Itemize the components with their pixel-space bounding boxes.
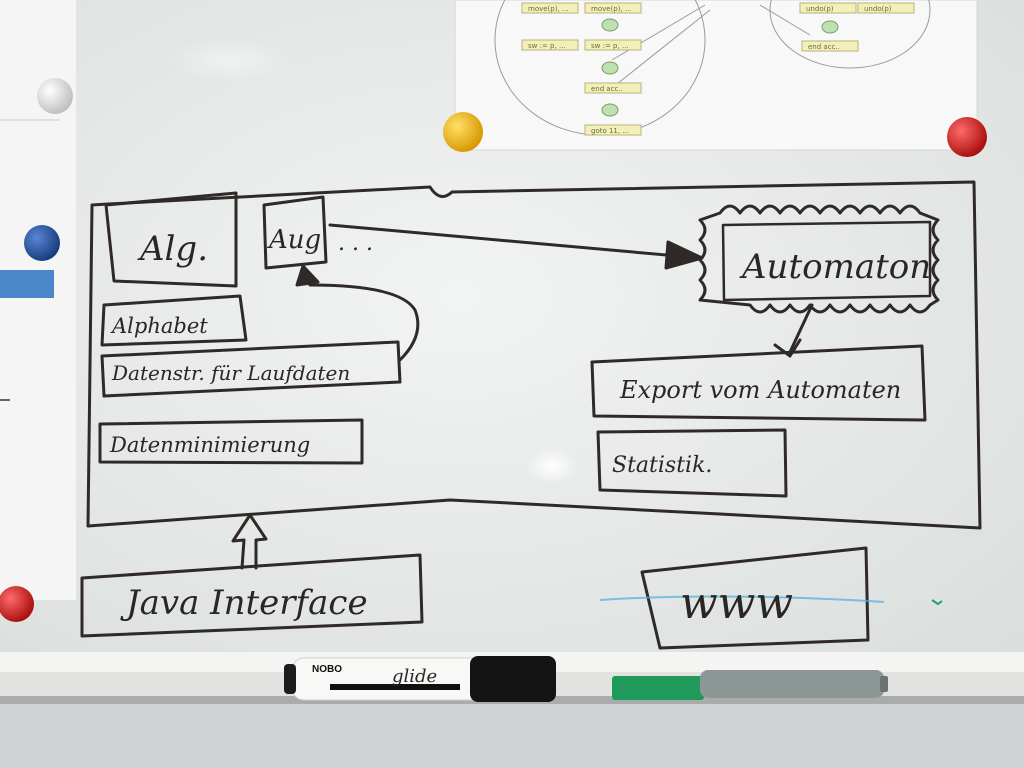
paper-state-node <box>601 18 619 32</box>
black-marker[interactable]: NOBO glide <box>284 656 556 702</box>
paper-node-box <box>801 40 859 52</box>
paper-node-box <box>584 124 642 136</box>
paper-node-label: end acc.. <box>808 43 840 51</box>
paper-node-label: move(p), ... <box>591 5 632 13</box>
white-magnet[interactable] <box>37 78 73 114</box>
paper-node-box <box>521 2 579 14</box>
paper-state-node <box>601 61 619 75</box>
paper-node-box <box>584 82 642 94</box>
aug-ellipsis: . . . <box>338 231 373 256</box>
paper-node-label: sw := p, ... <box>591 42 629 50</box>
paper-state-node <box>601 103 619 117</box>
green-marker[interactable] <box>612 670 888 700</box>
paper-node-label: move(p), ... <box>528 5 569 13</box>
arrow-aug-to-automaton <box>328 223 702 260</box>
paper-node-box <box>799 2 857 14</box>
aug-label: Aug <box>267 225 321 255</box>
paper-node-box <box>521 39 579 51</box>
red-magnet-bottom[interactable] <box>0 586 34 622</box>
automaton-wavy-border <box>698 204 940 314</box>
datenmin-box-frame <box>98 418 364 465</box>
aug-box-frame <box>262 195 328 270</box>
statistik-label: Statistik. <box>612 453 712 478</box>
paper-node-label: undo(p) <box>864 5 892 13</box>
java-interface-box-frame <box>80 553 424 638</box>
statistik-box-frame <box>596 428 788 498</box>
paper-node-label: undo(p) <box>806 5 834 13</box>
paper-node-label: goto 11, ... <box>591 127 629 135</box>
paper-state-node <box>821 20 839 34</box>
www-box-frame <box>640 546 870 650</box>
blue-magnet[interactable] <box>24 225 60 261</box>
export-box-frame <box>590 344 927 422</box>
yellow-magnet[interactable] <box>443 112 483 152</box>
paper-node-box <box>584 2 642 14</box>
arrow-java-up <box>231 513 268 570</box>
datenmin-label: Datenminimierung <box>109 433 310 457</box>
arrow-datenstr-to-aug <box>300 268 420 362</box>
export-label: Export vom Automaten <box>619 376 901 404</box>
paper-node-box <box>857 2 915 14</box>
paper-node-box <box>584 39 642 51</box>
alphabet-label: Alphabet <box>110 314 208 338</box>
automaton-label: Automaton <box>739 247 931 287</box>
alg-label: Alg. <box>137 229 208 269</box>
alg-box-frame <box>104 191 238 288</box>
marker-label: glide <box>392 666 437 687</box>
java-interface-label: Java Interface <box>120 583 368 623</box>
arrow-automaton-to-export <box>788 303 814 354</box>
datenstr-label: Datenstr. für Laufdaten <box>111 361 350 385</box>
datenstr-box-frame <box>100 340 402 398</box>
paper-node-label: end acc.. <box>591 85 623 93</box>
outer-box <box>86 180 982 530</box>
red-magnet-top[interactable] <box>947 117 987 157</box>
paper-diagram: move(p), ... move(p), ... undo(p) undo(p) sw… <box>454 0 978 151</box>
www-label: www <box>680 578 793 629</box>
marker-brand: NOBO <box>312 664 342 675</box>
paper-node-label: sw := p, ... <box>528 42 566 50</box>
alphabet-box-frame <box>100 294 248 347</box>
